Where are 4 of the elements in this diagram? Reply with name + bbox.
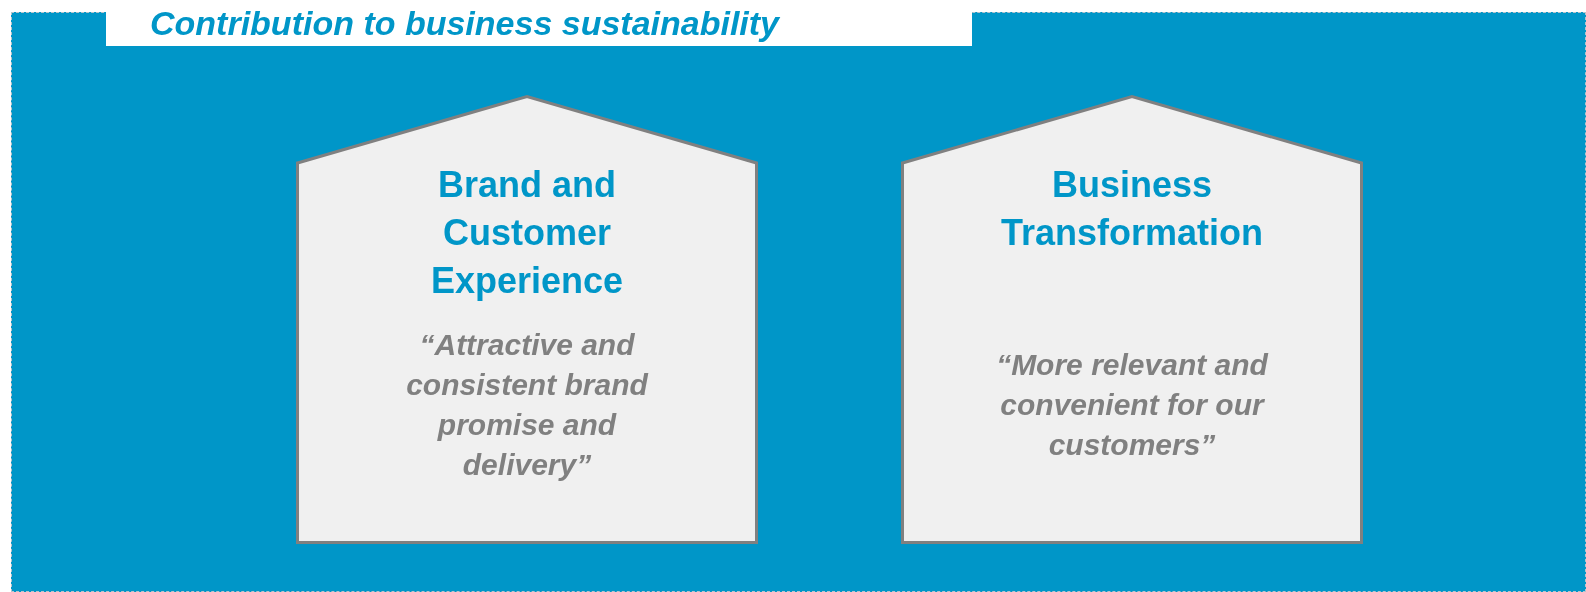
house-heading: Brand and Customer Experience [429, 163, 625, 303]
house-heading: Business Transformation [999, 163, 1264, 255]
house-quote: “Attractive and consistent brand promise and delivery” [405, 327, 650, 483]
house-quote: “More relevant and convenient for our customers” [995, 347, 1270, 463]
